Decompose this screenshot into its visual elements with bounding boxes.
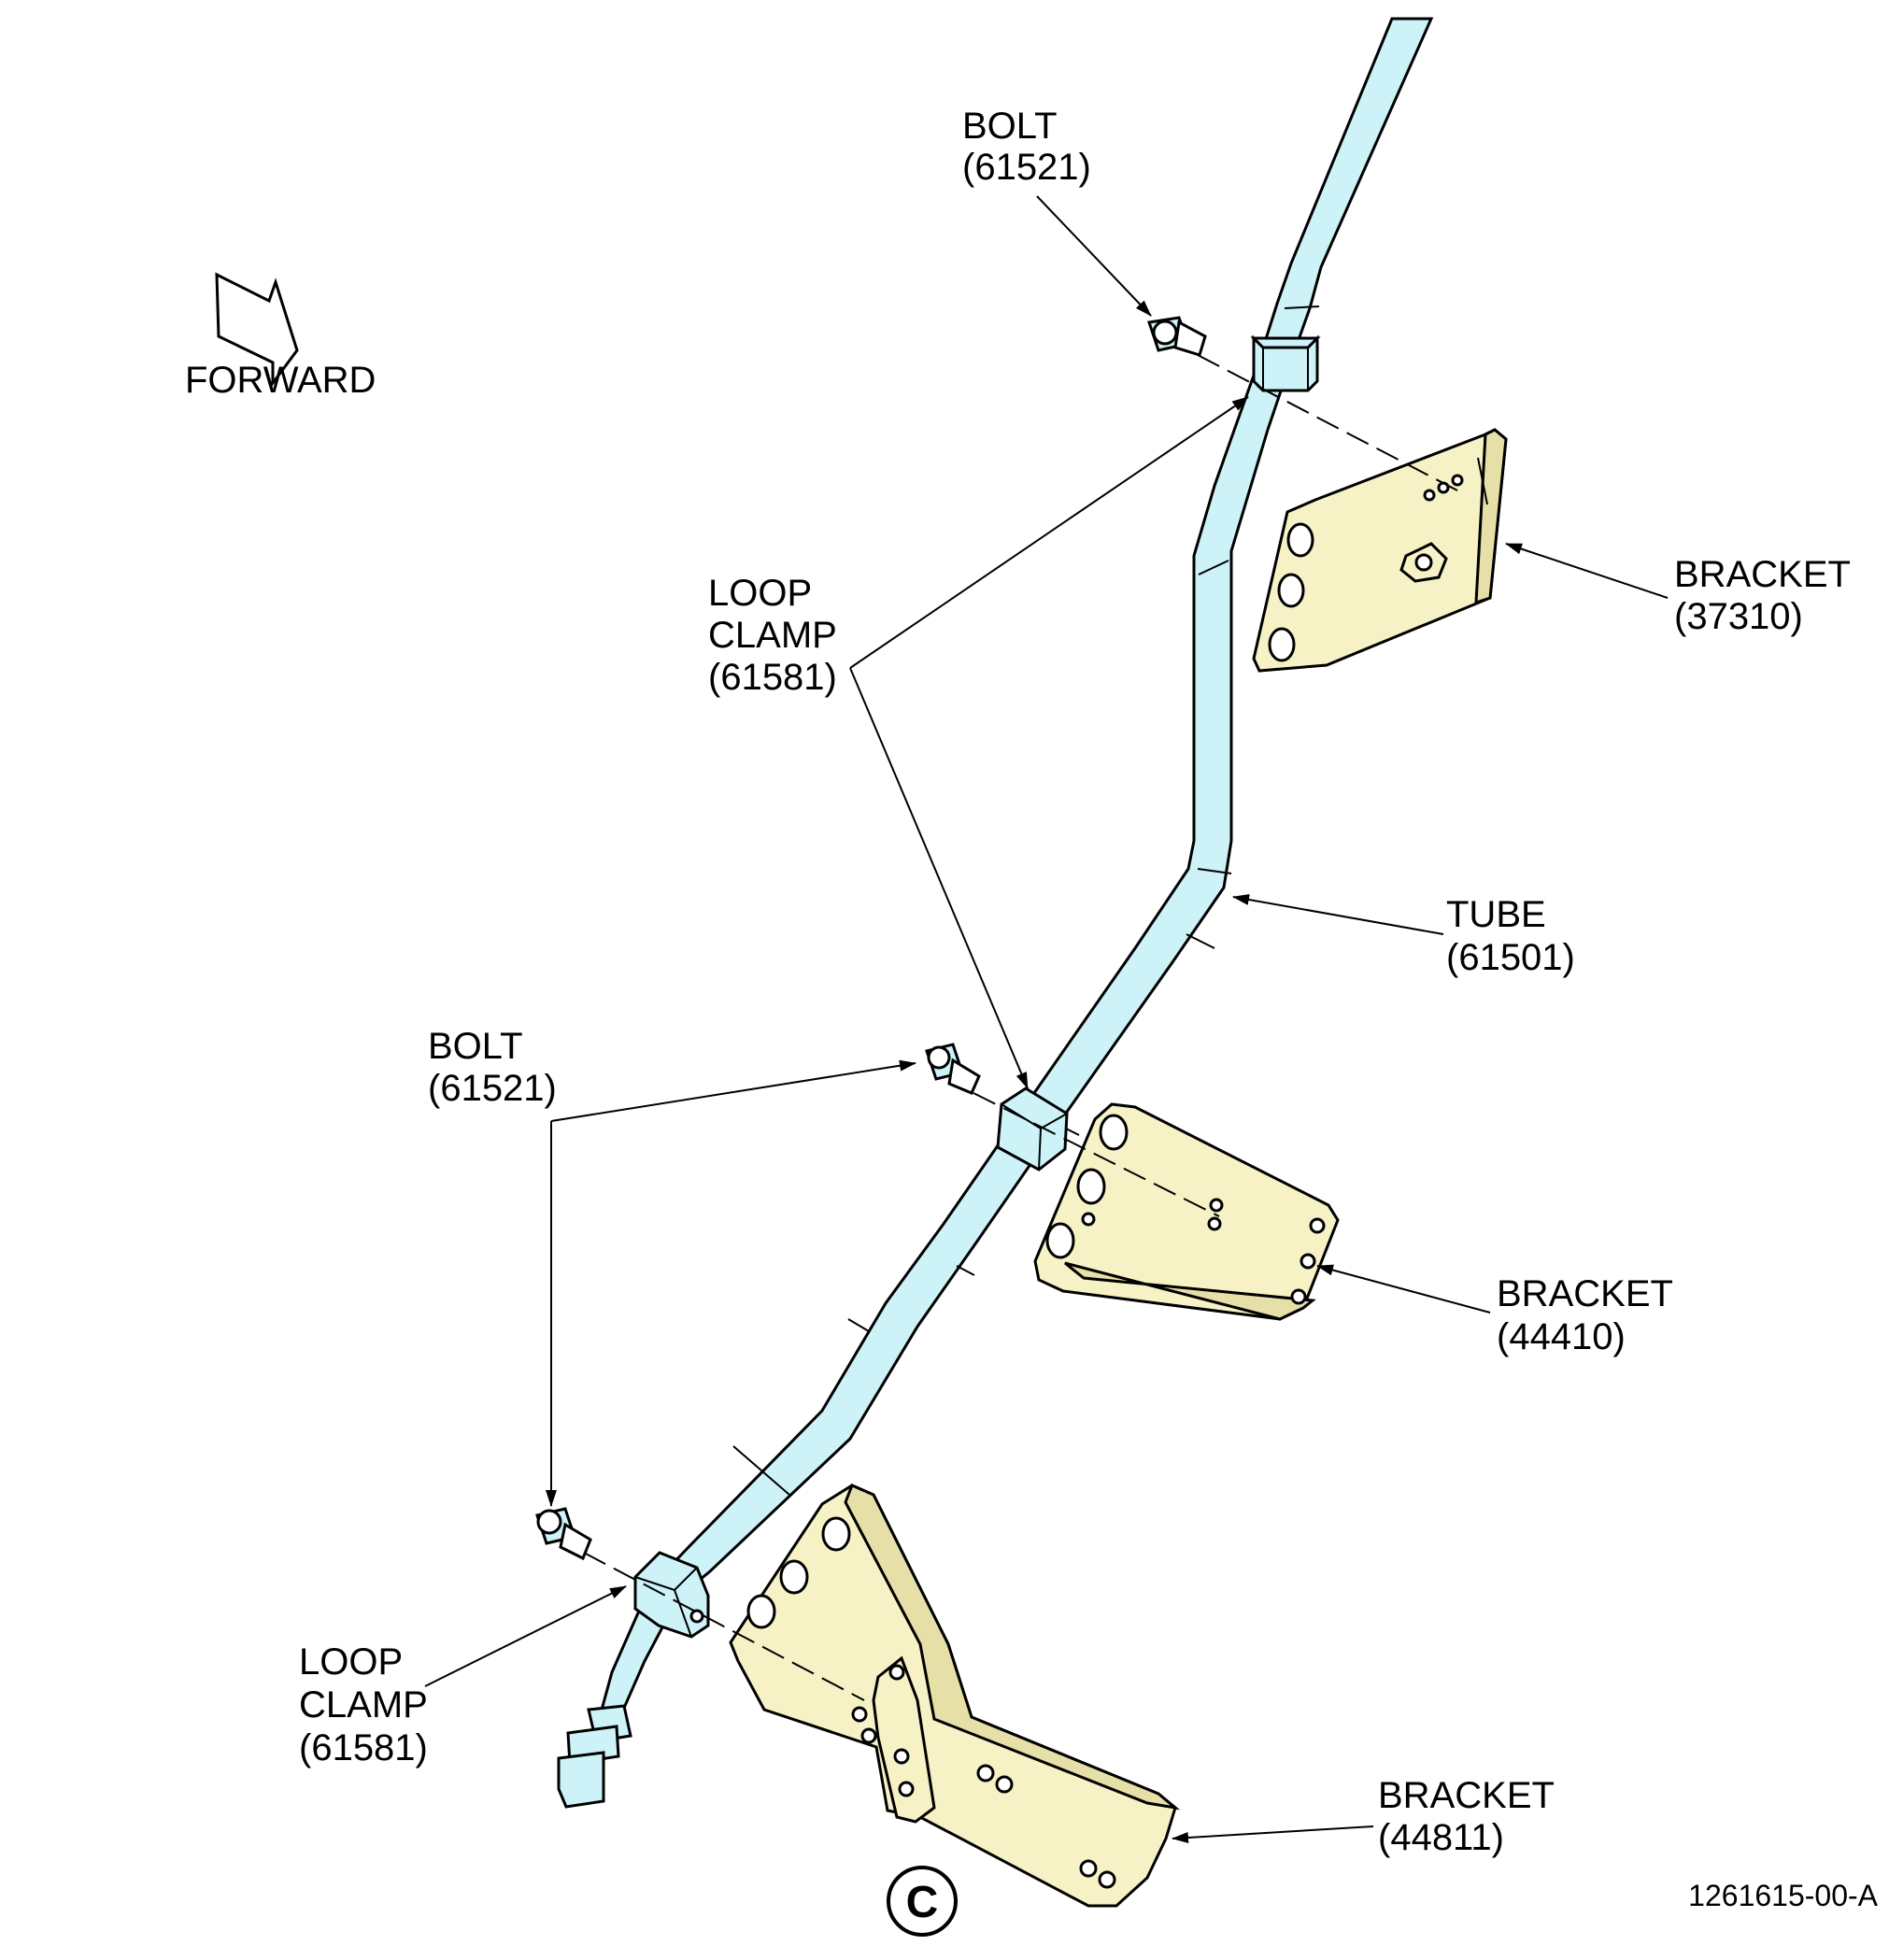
forward-label: FORWARD (185, 360, 376, 401)
label-bolt-top: BOLT (61521) (962, 106, 1091, 188)
leader-tube (1232, 894, 1444, 935)
leader-bracket-44811 (1172, 1825, 1374, 1843)
drawing-number: 1261615-00-A (1688, 1879, 1878, 1912)
label-tube: TUBE (61501) (1446, 894, 1575, 978)
leader-bolt-lower-a (550, 1059, 916, 1122)
leader-bracket-37310 (1505, 543, 1669, 599)
svg-text:C: C (906, 1878, 939, 1927)
leader-bracket-44410 (1316, 1264, 1491, 1314)
label-bolt-lower: BOLT (61521) (428, 1026, 557, 1109)
leader-loop-clamp-upper-a (849, 396, 1249, 669)
label-bracket-37310: BRACKET (37310) (1674, 554, 1860, 637)
forward-arrow-icon (215, 272, 299, 388)
leader-bolt-top (1036, 195, 1152, 317)
loop-clamp-upper (1250, 334, 1321, 392)
label-bracket-44410: BRACKET (44410) (1497, 1273, 1683, 1357)
bracket-37310 (1252, 428, 1508, 673)
label-loop-clamp-lower: LOOP CLAMP (61581) (299, 1641, 437, 1768)
view-marker: C (887, 1866, 958, 1937)
bolt-top (1147, 316, 1207, 357)
label-loop-clamp-upper: LOOP CLAMP (61581) (708, 573, 846, 698)
bolt-middle (925, 1043, 981, 1095)
leader-loop-clamp-upper-b (849, 667, 1029, 1089)
bracket-44410 (1033, 1102, 1340, 1321)
bolt-lower (535, 1507, 592, 1561)
tube-61501 (557, 17, 1434, 1809)
bracket-44811 (729, 1484, 1181, 1908)
label-bracket-44811: BRACKET (44811) (1378, 1775, 1564, 1858)
leader-loop-clamp-lower (424, 1585, 627, 1687)
